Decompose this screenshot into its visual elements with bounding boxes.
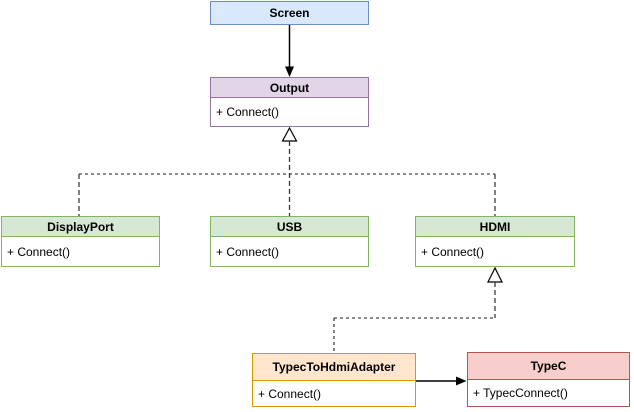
class-box-usb[interactable]: USB + Connect() <box>210 216 369 267</box>
realization-edges-to-output <box>78 126 496 216</box>
hollow-triangle-icon <box>281 126 298 142</box>
class-box-displayport[interactable]: DisplayPort + Connect() <box>1 216 160 267</box>
class-box-typectohdmiadapter[interactable]: TypecToHdmiAdapter + Connect() <box>252 353 416 407</box>
class-box-typec[interactable]: TypeC + TypecConnect() <box>467 352 630 407</box>
class-box-hdmi[interactable]: HDMI + Connect() <box>415 216 575 267</box>
class-name: HDMI <box>416 217 574 237</box>
class-name: DisplayPort <box>2 217 159 237</box>
class-method: + Connect() <box>253 381 415 406</box>
class-name: Output <box>211 78 368 98</box>
class-method: + Connect() <box>211 237 368 266</box>
class-name: Screen <box>211 2 368 24</box>
class-method: + Connect() <box>416 237 574 266</box>
arrow-screen-to-output <box>285 25 294 77</box>
class-box-output[interactable]: Output + Connect() <box>210 77 369 127</box>
realization-edge-adapter-to-hdmi <box>333 266 503 353</box>
filled-arrowhead-icon <box>285 66 294 77</box>
class-box-screen[interactable]: Screen <box>210 1 369 25</box>
class-method: + Connect() <box>2 237 159 266</box>
hollow-triangle-icon <box>487 266 503 283</box>
class-method: + TypecConnect() <box>468 380 629 406</box>
class-name: USB <box>211 217 368 237</box>
filled-arrowhead-icon <box>456 376 467 386</box>
class-name: TypeC <box>468 353 629 380</box>
class-method: + Connect() <box>211 98 368 126</box>
arrow-adapter-to-typec <box>416 376 467 386</box>
class-name: TypecToHdmiAdapter <box>253 354 415 381</box>
